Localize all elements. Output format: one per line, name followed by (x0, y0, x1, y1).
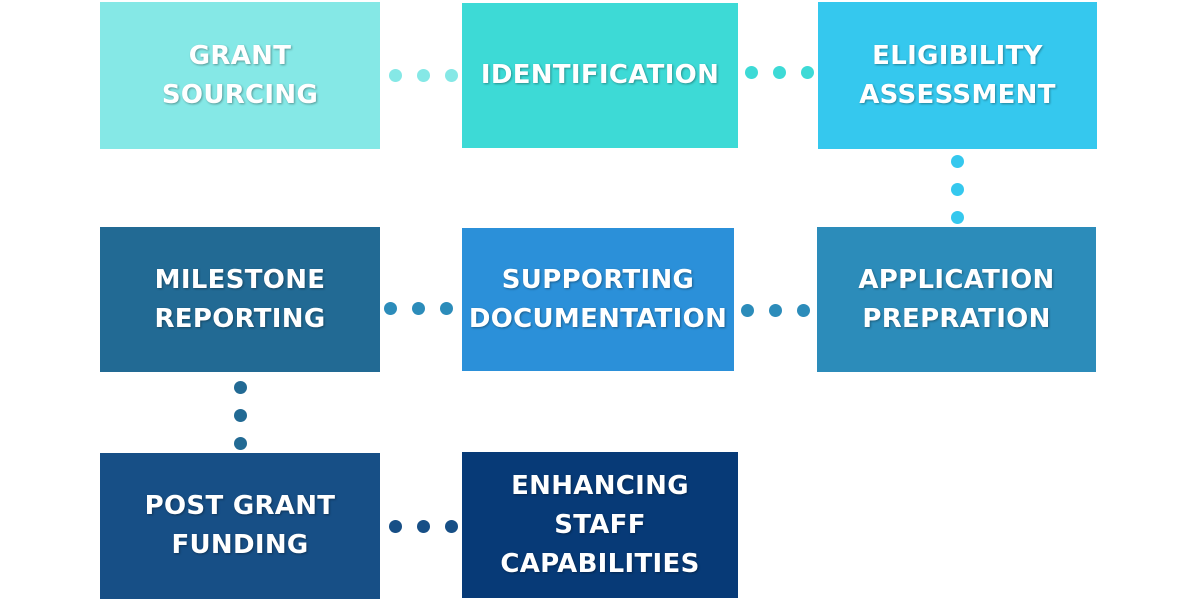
step-milestone-reporting: MILESTONE REPORTING (100, 227, 380, 372)
connector-dot (389, 520, 402, 533)
connector-dot (801, 66, 814, 79)
step-label: ENHANCING STAFF CAPABILITIES (500, 470, 700, 579)
connector-dot (745, 66, 758, 79)
step-label: APPLICATION PREPRATION (858, 264, 1055, 334)
connector-dot (234, 437, 247, 450)
step-post-grant-funding: POST GRANT FUNDING (100, 453, 380, 599)
connector-dot (951, 183, 964, 196)
step-label: IDENTIFICATION (480, 60, 720, 90)
connector-dot (741, 304, 754, 317)
connector-dot (234, 409, 247, 422)
connector-dot (951, 155, 964, 168)
connector-dot (445, 520, 458, 533)
connector-dot (951, 211, 964, 224)
step-label: POST GRANT FUNDING (144, 491, 336, 560)
connector-dot (445, 69, 458, 82)
step-label: ELIGIBILITY ASSESSMENT (859, 40, 1056, 110)
connector-dot (440, 302, 453, 315)
connector-dot (797, 304, 810, 317)
connector-dot (412, 302, 425, 315)
connector-dot (773, 66, 786, 79)
connector-dot (769, 304, 782, 317)
step-label: MILESTONE REPORTING (154, 264, 326, 334)
connector-dot (389, 69, 402, 82)
connector-dot (417, 69, 430, 82)
step-grant-sourcing: GRANT SOURCING (100, 2, 380, 149)
step-label: SUPPORTING DOCUMENTATION (468, 264, 728, 334)
step-enhancing-staff-capabilities: ENHANCING STAFF CAPABILITIES (462, 452, 738, 598)
step-identification: IDENTIFICATION (462, 3, 738, 148)
step-supporting-documentation: SUPPORTING DOCUMENTATION (462, 228, 734, 371)
step-label: GRANT SOURCING (161, 40, 319, 110)
step-eligibility-assessment: ELIGIBILITY ASSESSMENT (818, 2, 1097, 149)
connector-dot (234, 381, 247, 394)
connector-dot (417, 520, 430, 533)
connector-dot (384, 302, 397, 315)
step-application-preparation: APPLICATION PREPRATION (817, 227, 1096, 372)
